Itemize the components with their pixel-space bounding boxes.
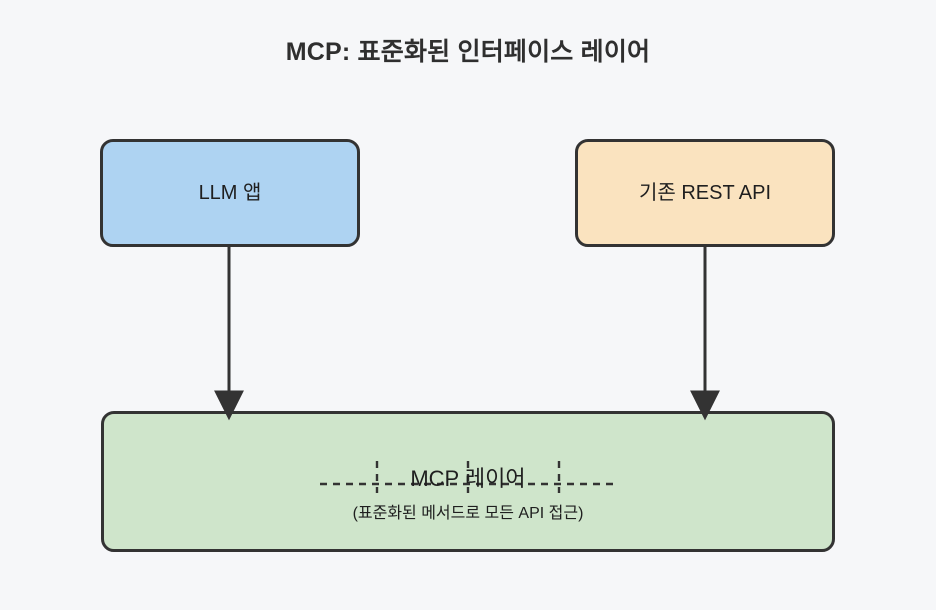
node-mcp-layer-sublabel: (표준화된 메서드로 모든 API 접근) bbox=[352, 505, 584, 523]
node-mcp-layer[interactable]: MCP 레이어 (표준화된 메서드로 모든 API 접근) bbox=[101, 411, 835, 552]
node-llm-app-label: LLM 앱 bbox=[198, 182, 262, 204]
node-rest-api-label: 기존 REST API bbox=[638, 182, 772, 204]
page-title: MCP: 표준화된 인터페이스 레이어 bbox=[285, 38, 651, 66]
node-rest-api[interactable]: 기존 REST API bbox=[575, 139, 835, 247]
node-mcp-layer-label: MCP 레이어 bbox=[410, 465, 526, 491]
node-llm-app[interactable]: LLM 앱 bbox=[100, 139, 360, 247]
